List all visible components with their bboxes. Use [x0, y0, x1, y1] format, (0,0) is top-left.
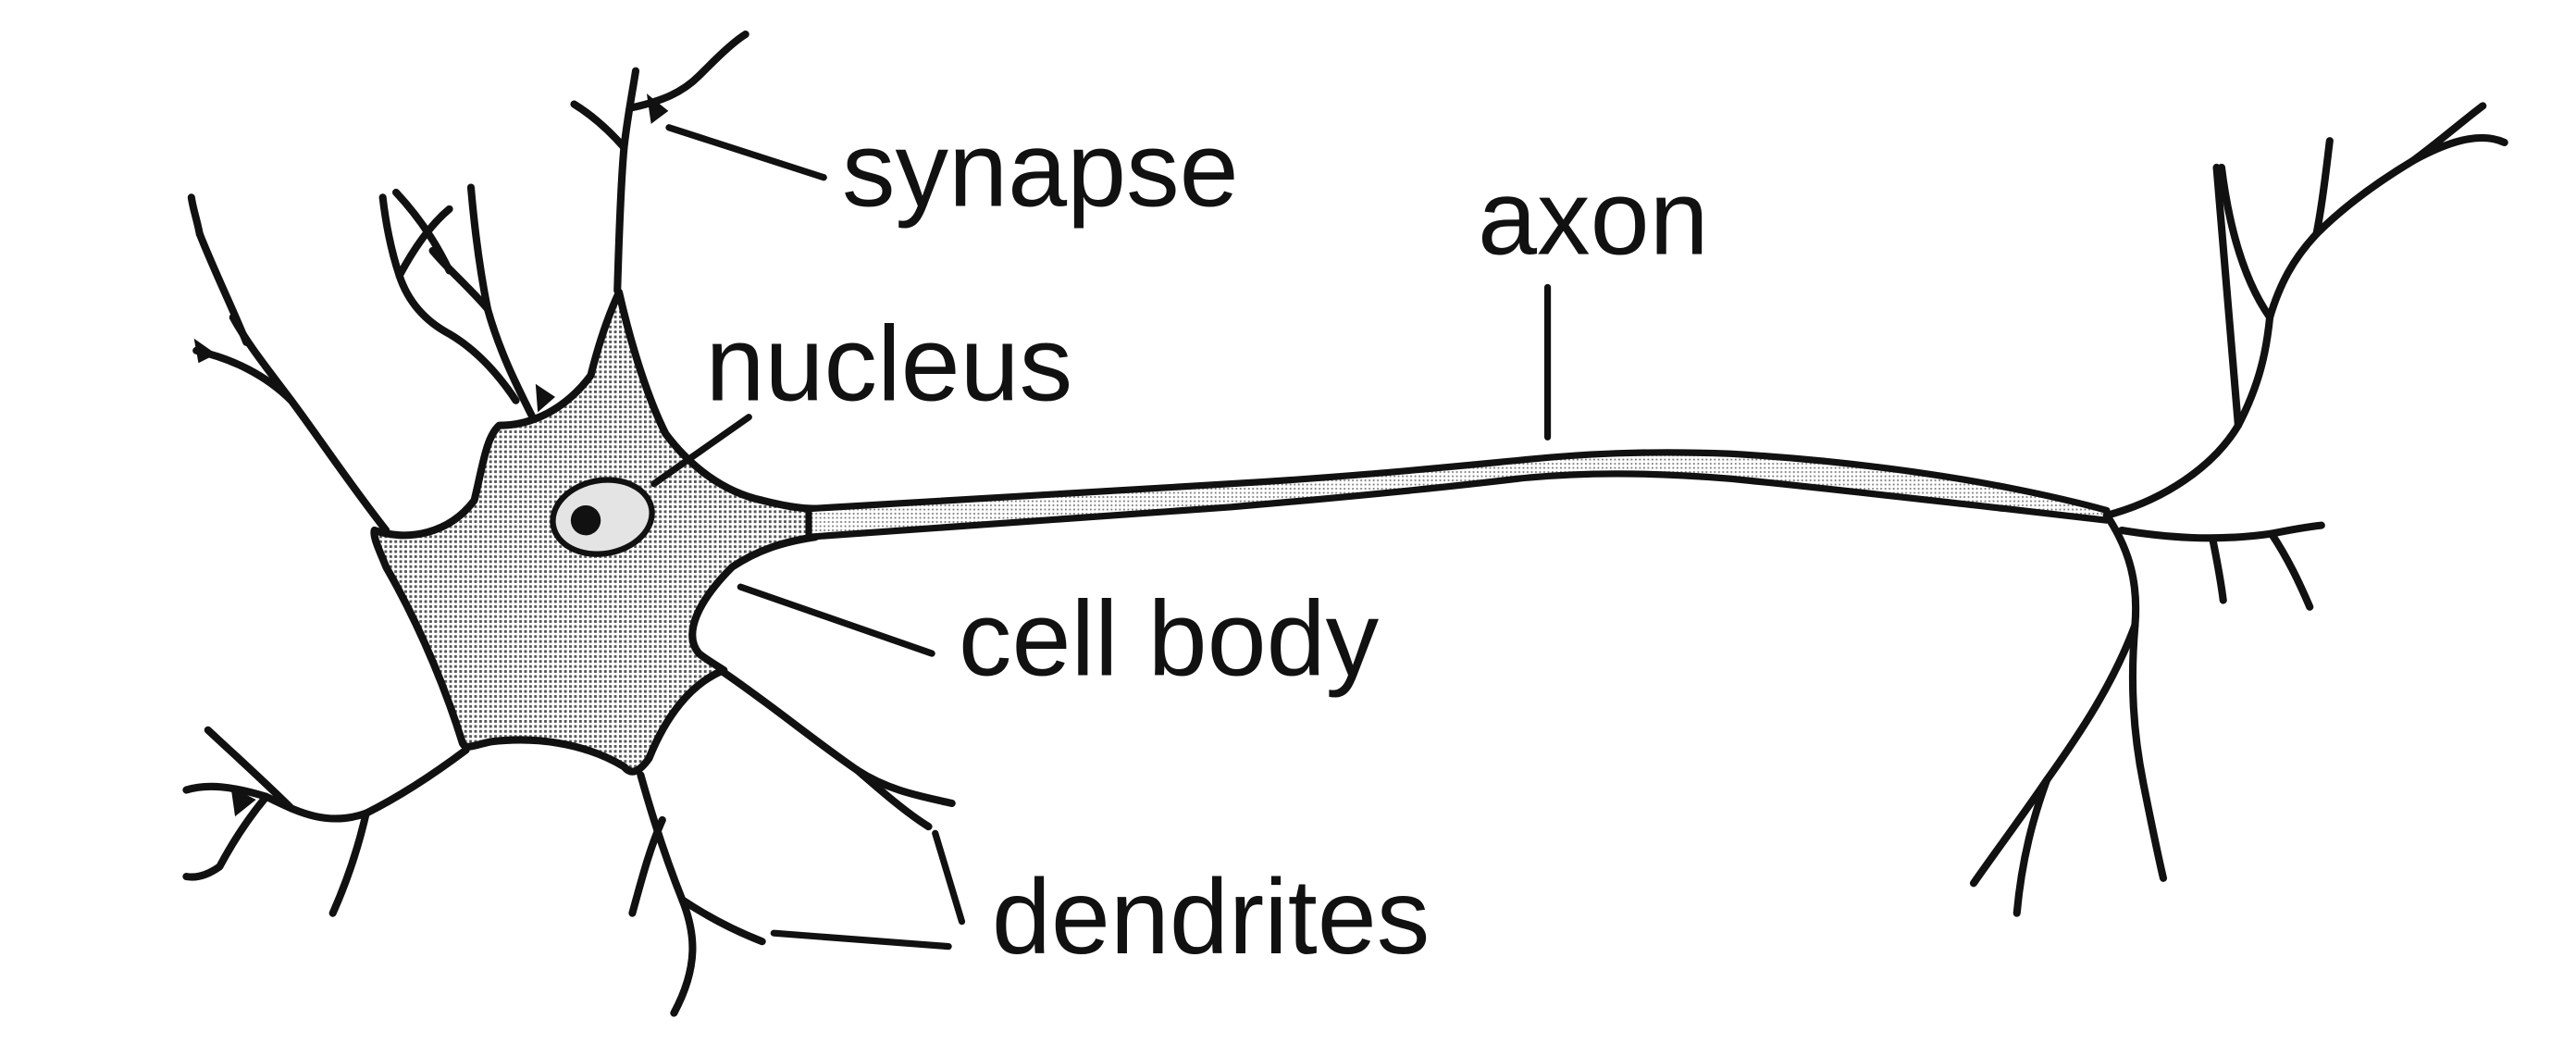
dendrites-label: dendrites: [992, 858, 1430, 976]
labels: synapse axon nucleus cell body dendrites: [706, 110, 1709, 976]
axon-terminals: [1969, 102, 2508, 917]
cell-body-leader: [737, 583, 935, 657]
synapse-label: synapse: [842, 110, 1239, 229]
neuron-dendrites: [182, 31, 956, 1017]
cell-body-label: cell body: [959, 579, 1380, 698]
axon-label: axon: [1478, 158, 1709, 277]
synapse-leader: [665, 124, 827, 181]
leader-lines: [650, 124, 1552, 951]
dendrites-leader-lower: [770, 929, 952, 951]
dendrites-leader-upper: [932, 829, 966, 926]
nucleus-leader: [650, 414, 752, 488]
neuron-nucleus: [550, 477, 655, 557]
neuron-axon: [805, 449, 2111, 541]
nucleus-label: nucleus: [706, 305, 1073, 424]
